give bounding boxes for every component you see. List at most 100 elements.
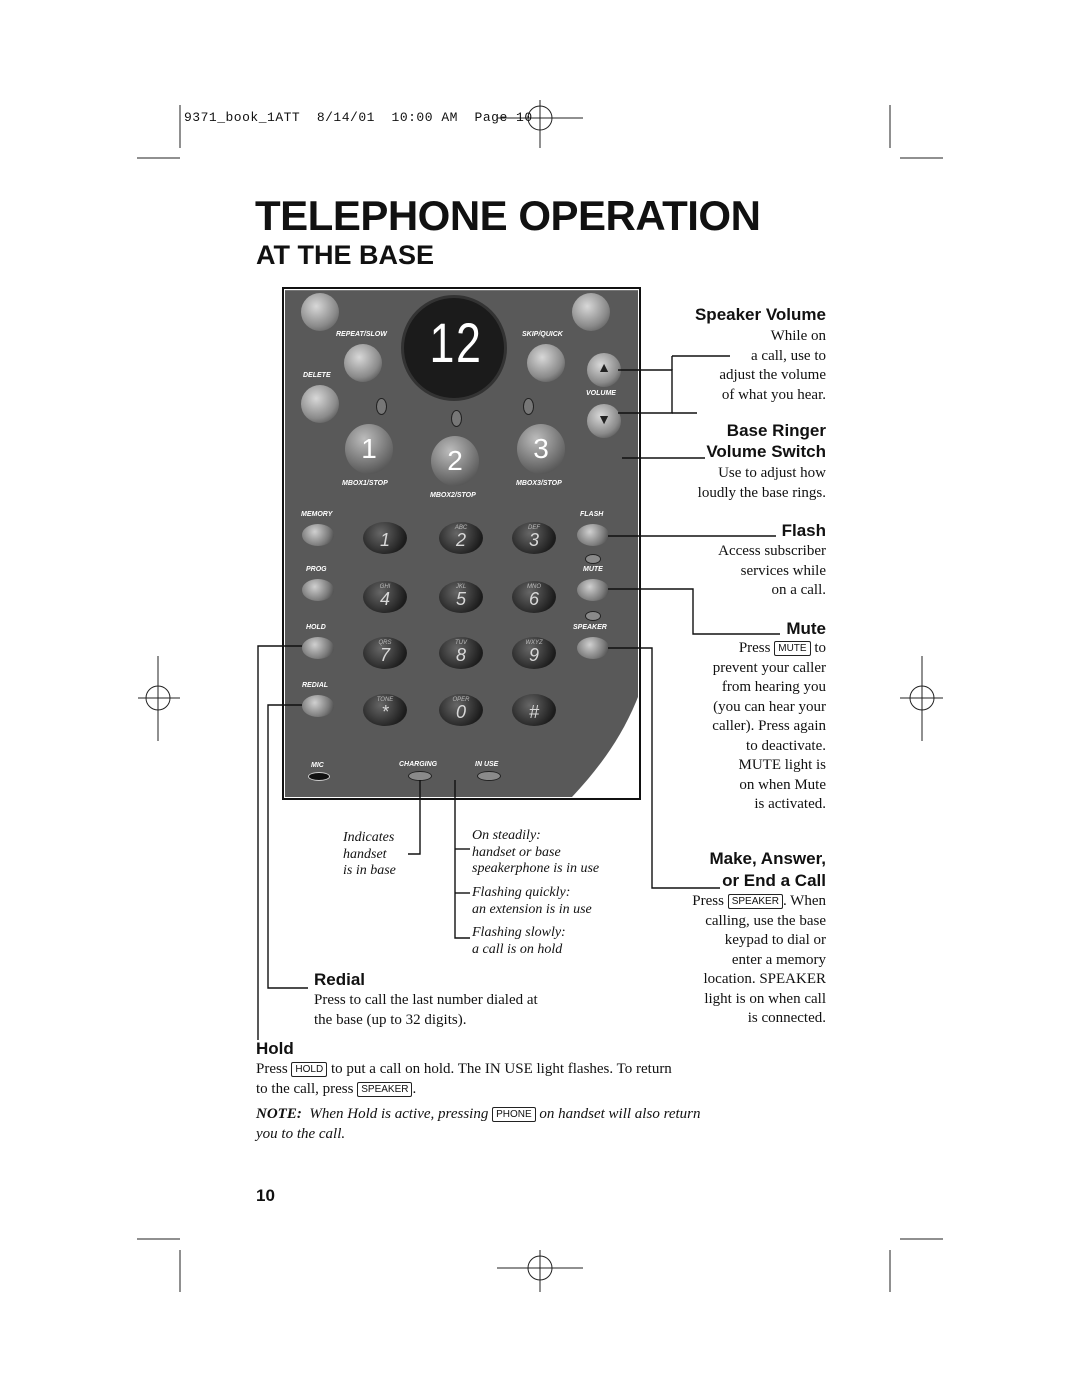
page-title: TELEPHONE OPERATION <box>255 192 761 239</box>
text-line: is connected. <box>747 1010 826 1026</box>
memory-button[interactable] <box>302 524 334 546</box>
text-line: services while <box>740 562 826 579</box>
keypad-key-digit: 8 <box>455 645 466 665</box>
mute-heading: Mute <box>786 619 826 638</box>
text-line: is in base <box>343 863 396 878</box>
in-use-annotation-quick: Flashing quickly: an extension is in use <box>472 885 592 918</box>
hold-button[interactable] <box>302 637 334 659</box>
text-line: keypad to dial or <box>724 932 826 948</box>
redial-button[interactable] <box>302 695 334 717</box>
mute-button[interactable] <box>577 579 609 601</box>
charging-label: CHARGING <box>399 761 438 768</box>
keypad-key-letters: ABC <box>454 525 468 531</box>
skip-quick-button[interactable] <box>527 344 565 382</box>
keypad-key-letters: TONE <box>376 697 394 703</box>
prog-button[interactable] <box>302 579 334 601</box>
note-label: NOTE: <box>256 1106 302 1122</box>
speaker-button[interactable] <box>577 637 609 659</box>
flash-label: FLASH <box>580 511 604 518</box>
text-line: adjust the volume <box>719 367 826 383</box>
display-readout: 12 <box>429 311 483 374</box>
volume-up-button[interactable]: ▲ <box>587 353 621 387</box>
speaker-key-icon: SPEAKER <box>357 1081 413 1097</box>
text-line: caller). Press again <box>712 718 826 734</box>
hold-end: . <box>412 1080 417 1097</box>
repeat-slow-button[interactable] <box>344 344 382 382</box>
text-line: of what you hear. <box>721 386 826 403</box>
volume-up-arrow-icon: ▲ <box>597 361 611 376</box>
mbox1-label: MBOX1/STOP <box>342 480 388 487</box>
hold-key-icon: HOLD <box>291 1062 328 1077</box>
top-right-button[interactable] <box>572 293 610 331</box>
text-line: Press to call the last number dialed at <box>314 992 538 1008</box>
mbox3-label: MBOX3/STOP <box>516 480 562 487</box>
make-answer-heading-2: or End a Call <box>722 871 826 890</box>
note-text-2: on handset will also return <box>539 1106 701 1122</box>
hold-label: HOLD <box>306 624 326 631</box>
mute-label: MUTE <box>583 566 603 573</box>
keypad-key-star[interactable]: TONE* <box>363 694 407 726</box>
keypad-key-pound[interactable]: # <box>512 694 556 726</box>
press-word: Press <box>692 893 724 909</box>
base-ringer-heading-1: Base Ringer <box>726 421 826 440</box>
mbox1-light <box>376 398 387 415</box>
keypad-key-letters: GHI <box>379 584 391 590</box>
press-word: Press <box>256 1061 288 1077</box>
delete-label: DELETE <box>303 372 331 379</box>
when-word: . When <box>782 893 826 909</box>
speaker-key-icon: SPEAKER <box>727 894 783 909</box>
in-use-light <box>477 771 501 781</box>
text-line: to deactivate. <box>746 737 826 754</box>
redial-label: REDIAL <box>302 682 329 689</box>
mbox2-label: MBOX2/STOP <box>430 492 476 499</box>
skip-quick-label: SKIP/QUICK <box>522 331 563 338</box>
text-line: (you can hear your <box>713 698 826 715</box>
volume-down-arrow-icon: ▼ <box>597 413 611 428</box>
to-word: to <box>814 640 826 656</box>
note: NOTE: When Hold is active, pressing PHON… <box>256 1105 816 1144</box>
keypad-key-digit: 3 <box>528 530 539 550</box>
volume-down-button[interactable]: ▼ <box>587 404 621 438</box>
mic-icon <box>308 772 330 781</box>
make-answer-heading-1: Make, Answer, <box>709 849 826 868</box>
delete-button[interactable] <box>301 385 339 423</box>
keypad-key-1[interactable]: 1 <box>363 522 407 554</box>
in-use-label: IN USE <box>475 761 499 768</box>
text-line: the base (up to 32 digits). <box>314 1011 467 1028</box>
mbox3-button[interactable]: 3 <box>517 424 565 474</box>
text-line: Press MUTE to <box>600 639 826 659</box>
mbox1-button[interactable]: 1 <box>345 424 393 474</box>
page-subtitle: AT THE BASE <box>256 240 435 270</box>
press-word: Press <box>738 640 771 656</box>
mic-label: MIC <box>311 762 324 769</box>
top-left-button[interactable] <box>301 293 339 331</box>
hold-heading: Hold <box>256 1039 294 1058</box>
text-line: loudly the base rings. <box>697 484 826 501</box>
keypad-key-digit: 9 <box>528 645 539 665</box>
flash-text: Access subscriber services while on a ca… <box>600 542 826 601</box>
flash-button[interactable] <box>577 524 609 546</box>
keypad-key-letters: TUV <box>455 640 467 646</box>
prog-label: PROG <box>306 566 327 573</box>
speaker-volume-heading: Speaker Volume <box>694 305 826 324</box>
keypad-key-letters: WXYZ <box>525 640 543 646</box>
in-use-annotation-slow: Flashing slowly: a call is on hold <box>472 925 566 958</box>
keypad-key-digit: 2 <box>455 530 466 550</box>
in-use-annotation-steady: On steadily: handset or base speakerphon… <box>472 828 599 878</box>
mbox2-light <box>451 410 462 427</box>
mbox2-button[interactable]: 2 <box>431 436 479 486</box>
text-line: an extension is in use <box>472 901 592 917</box>
keypad-key-letters: JKL <box>455 584 467 590</box>
redial-text: Press to call the last number dialed at … <box>314 991 538 1030</box>
file-info-header: 9371_book_1ATT 8/14/01 10:00 AM Page 10 <box>184 110 533 125</box>
